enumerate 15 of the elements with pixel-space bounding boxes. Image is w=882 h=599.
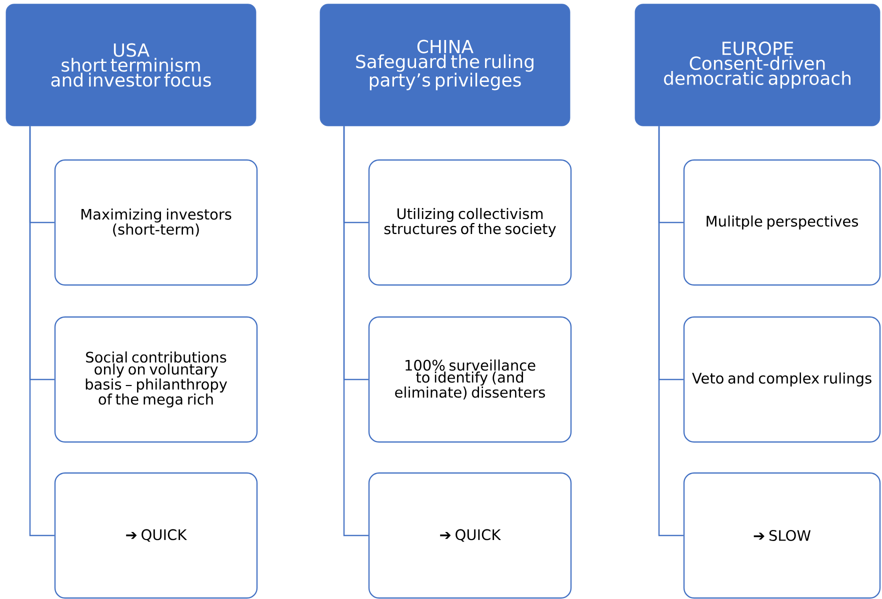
item-box: Veto and complex rulings	[683, 316, 881, 443]
header-box: USA short terminism and investor focus	[6, 4, 256, 126]
item-box: Social contributions only on voluntary basis – philanthropy of the mega rich	[54, 316, 258, 443]
item-box: Maximizing investors (short-term)	[54, 159, 258, 286]
connector-line	[29, 126, 54, 536]
item-box: ➔ QUICK	[368, 472, 572, 599]
connector-line	[658, 126, 684, 536]
connector-line	[343, 126, 368, 536]
header-box: EUROPE Consent-driven democratic approach	[634, 4, 880, 126]
item-box: ➔ SLOW	[683, 472, 881, 599]
item-box: Utilizing collectivism structures of the society	[368, 159, 572, 286]
header-box: CHINA Safeguard the ruling party’s privileges	[320, 4, 570, 126]
item-box: 100% surveillance to identify (and eliminate) dissenters	[368, 316, 572, 443]
item-box: ➔ QUICK	[54, 472, 258, 599]
item-box: Mulitple perspectives	[683, 159, 881, 286]
